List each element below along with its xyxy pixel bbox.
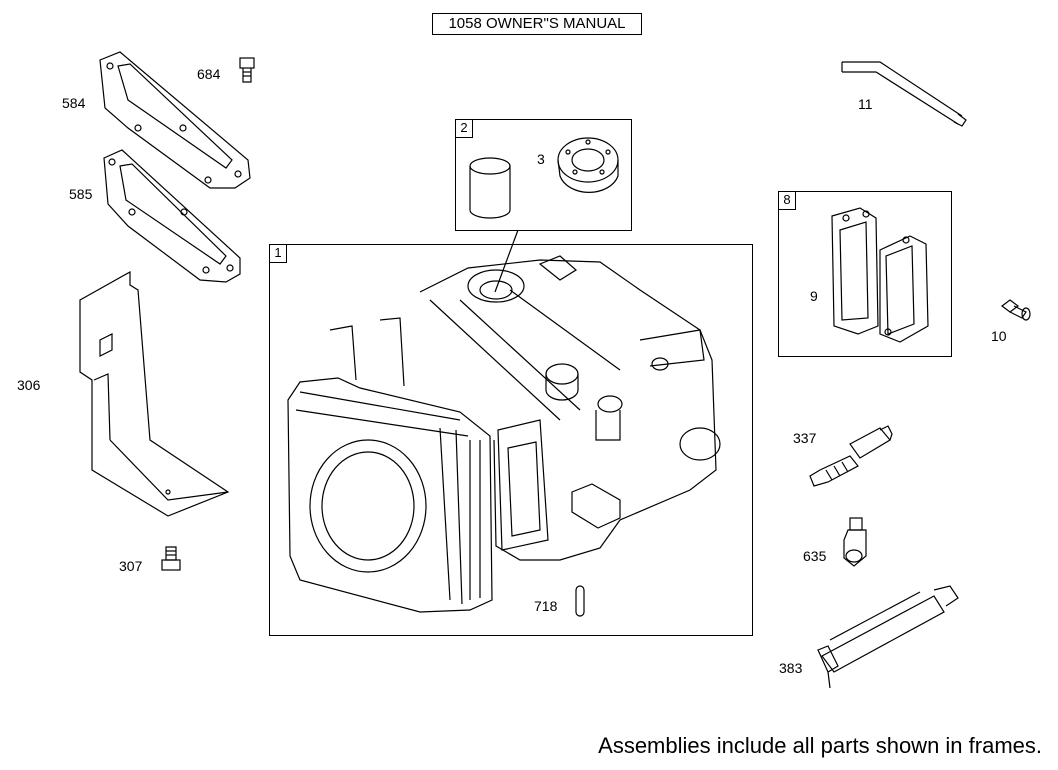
gasket-icon <box>103 149 241 283</box>
footer-note: Assemblies include all parts shown in fr… <box>598 733 1042 758</box>
seal-icon <box>557 137 619 193</box>
part-label-11: 11 <box>858 96 873 112</box>
frame-8: 8 <box>778 191 952 357</box>
cylinder-block-icon <box>287 255 721 613</box>
part-label-9: 9 <box>810 288 818 304</box>
part-label-718: 718 <box>534 598 558 614</box>
part-label-337: 337 <box>793 430 817 446</box>
bushing-icon <box>469 157 511 219</box>
frame-2-number: 2 <box>455 119 473 138</box>
manual-title: 1058 OWNER"S MANUAL <box>432 13 642 35</box>
part-label-306: 306 <box>17 377 41 393</box>
part-label-10: 10 <box>991 328 1007 344</box>
heat-shield-icon <box>79 270 230 517</box>
part-label-3: 3 <box>537 151 545 167</box>
frame-1: 1 <box>269 244 753 636</box>
tube-icon <box>841 61 967 127</box>
spark-plug-icon <box>809 425 893 487</box>
dowel-pin-icon <box>575 585 585 617</box>
bolt-icon <box>161 546 181 571</box>
part-label-585: 585 <box>69 186 93 202</box>
part-label-635: 635 <box>803 548 827 564</box>
screw-icon <box>1001 299 1031 321</box>
spark-plug-wrench-icon <box>817 585 959 689</box>
frame-1-number: 1 <box>269 244 287 263</box>
fitting-icon <box>843 517 867 567</box>
part-label-584: 584 <box>62 95 86 111</box>
part-label-383: 383 <box>779 660 803 676</box>
part-label-684: 684 <box>197 66 221 82</box>
breather-icon <box>831 207 929 343</box>
part-label-307: 307 <box>119 558 143 574</box>
frame-2: 2 <box>455 119 632 231</box>
gasket-icon <box>99 51 251 189</box>
frame-8-number: 8 <box>778 191 796 210</box>
bolt-icon <box>239 57 255 83</box>
